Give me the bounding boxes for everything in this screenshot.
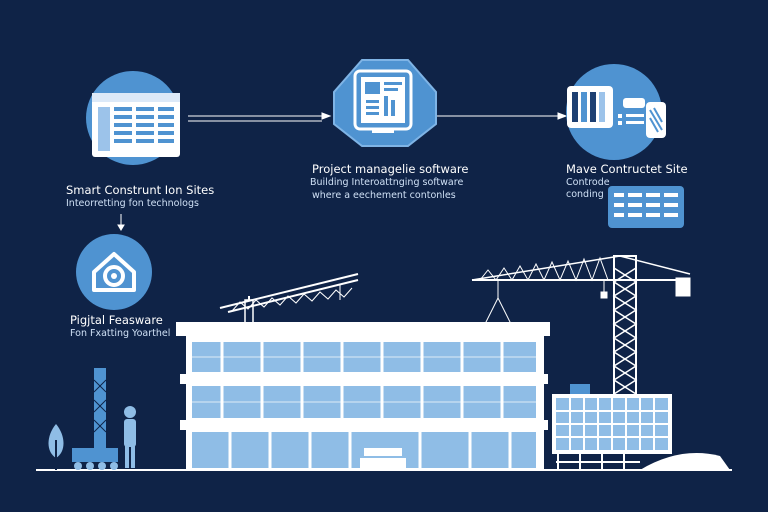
node-3-title: Mave Contructet Site	[566, 162, 688, 176]
tablet-dashboard-icon	[333, 59, 437, 147]
node-3-subtitle-2: conding	[566, 189, 604, 200]
connector-arrow-1-to-4	[117, 214, 125, 231]
node-4-title: Pigjtal Feasware	[70, 313, 163, 327]
right-tower-crane	[471, 255, 691, 397]
connector-arrow-1-to-2	[188, 112, 332, 122]
node-1-subtitle: Inteorretting fon technologs	[66, 198, 199, 209]
house-gear-icon	[76, 234, 152, 310]
main-building	[176, 322, 550, 470]
document-grid-icon	[86, 71, 180, 165]
node-2-title: Project managelie software	[312, 162, 469, 176]
right-building	[552, 384, 730, 470]
worker-figure	[124, 406, 136, 468]
drilling-rig	[72, 368, 118, 470]
connector-arrow-2-to-3	[430, 112, 568, 120]
table-card-icon	[608, 186, 684, 228]
left-tower-crane	[219, 273, 359, 327]
node-2-subtitle-1: Building Interoattnging software	[310, 177, 464, 188]
bar-chart-panel-icon	[566, 64, 666, 160]
node-4-subtitle: Fon Fxatting Yoarthel	[70, 328, 171, 339]
tree-icon	[48, 424, 64, 470]
node-2-subtitle-2: where a eechement contonles	[312, 190, 456, 201]
node-1-title: Smart Construnt Ion Sites	[66, 183, 215, 197]
node-3-subtitle-1: Controde	[566, 177, 610, 188]
